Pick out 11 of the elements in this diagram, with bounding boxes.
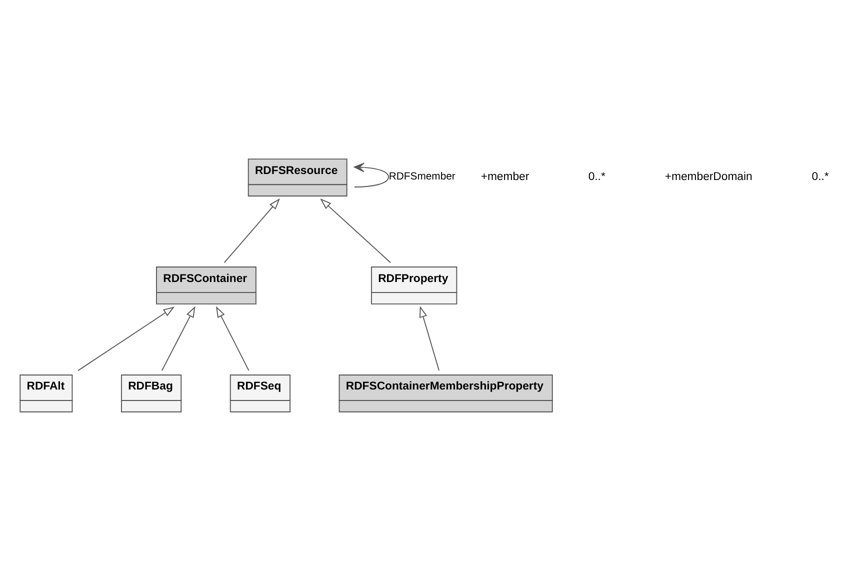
label: +memberDomain: [664, 170, 752, 183]
edge-label: RDFSmember: [388, 172, 456, 183]
arrow: [419, 306, 440, 372]
arrow: [320, 198, 391, 264]
label: 0..*: [812, 170, 829, 183]
arrow: [161, 306, 196, 372]
label: +member: [480, 170, 530, 183]
arrow: [216, 306, 250, 372]
arrow: [78, 306, 175, 372]
arrow: [224, 198, 280, 264]
label: 0..*: [588, 170, 606, 183]
